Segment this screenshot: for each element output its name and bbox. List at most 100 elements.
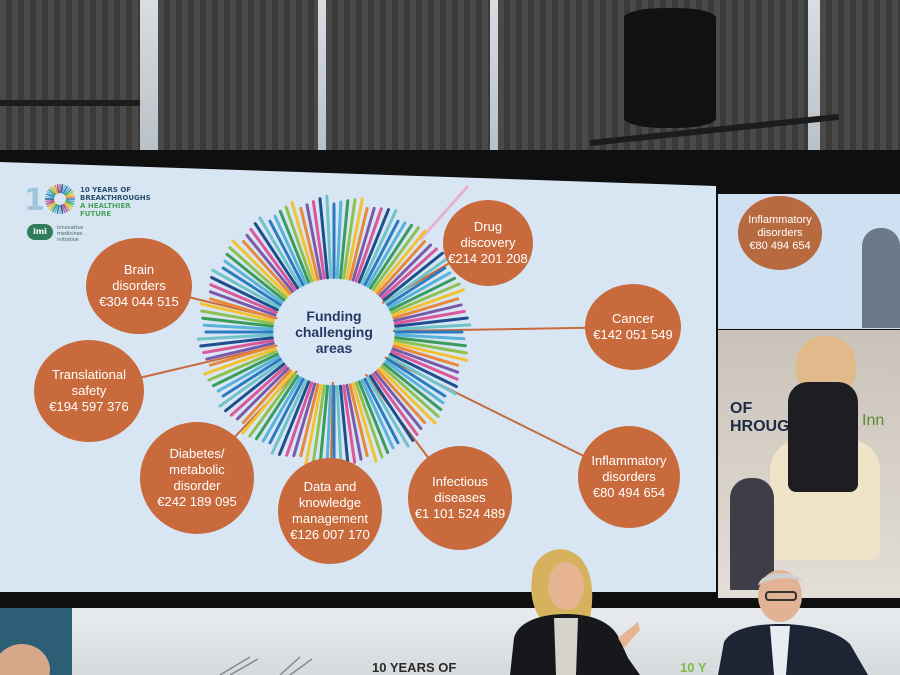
burst-ray <box>335 384 343 470</box>
logo-ray <box>60 184 64 194</box>
burst-ray <box>368 223 414 290</box>
burst-ray <box>208 344 276 367</box>
bubble-line: Drug <box>473 219 503 234</box>
burst-ray <box>393 303 463 323</box>
burst-ray <box>253 222 300 290</box>
imi-logo: imi <box>27 224 53 240</box>
burst-ray <box>241 371 295 435</box>
burst-ray <box>354 381 384 459</box>
panelist-man <box>718 570 868 675</box>
burst-ray <box>363 219 400 287</box>
burst-ray <box>290 201 317 282</box>
bubble-line: Cancer <box>612 311 654 326</box>
bubble-line: Brain <box>123 262 155 277</box>
burst-ray <box>338 199 350 280</box>
burst-ray <box>378 367 437 425</box>
curtain-right <box>820 0 900 160</box>
logo-ray <box>56 184 60 194</box>
burst-ray <box>342 384 357 464</box>
logo-ray <box>60 204 64 214</box>
burst-ray <box>345 197 364 281</box>
bubble-line: Translational <box>52 367 126 382</box>
burst-ray <box>387 355 457 396</box>
burst-ray <box>305 203 323 281</box>
side-man-silhouette <box>730 478 774 590</box>
burst-ray <box>387 271 452 309</box>
logo-ray <box>51 185 58 195</box>
burst-ray <box>231 239 290 297</box>
logo-ray <box>65 193 75 198</box>
burst-ray <box>284 205 314 283</box>
burst-ray <box>351 382 378 463</box>
curtain <box>326 0 494 160</box>
burst-ray <box>392 344 460 367</box>
burst-ray <box>209 283 278 314</box>
burst-ray <box>325 384 333 464</box>
window-strip <box>490 0 498 150</box>
burst-ray <box>393 309 466 325</box>
burst-ray <box>338 384 350 467</box>
burst-ray <box>363 377 400 445</box>
burst-ray <box>376 239 427 295</box>
logo-ray <box>49 203 57 211</box>
burst-ray <box>376 369 427 425</box>
bubble-line: disorders <box>602 469 656 484</box>
burst-ray <box>393 339 468 355</box>
bubble-line: knowledge <box>298 495 362 510</box>
stage-banner-text: 10 YEARS OF <box>372 660 457 675</box>
burst-ray <box>270 379 308 455</box>
logo-ray <box>65 199 75 203</box>
bubble-line: €214 201 208 <box>448 251 528 266</box>
window-strip <box>318 0 326 150</box>
side-bubble-inflammatory: Inflammatory disorders €80 494 654 <box>738 196 822 270</box>
bubble-line: Inflammatory <box>748 213 812 226</box>
bubble-line: €80 494 654 <box>749 239 811 252</box>
logo-line: A HEALTHIER <box>80 202 131 210</box>
burst-ray <box>229 364 288 417</box>
logo-ray <box>45 199 55 203</box>
burst-ray <box>386 357 447 398</box>
burst-ray <box>389 276 457 312</box>
burst-ray <box>380 247 439 300</box>
bubble-line: Diabetes/ <box>169 446 225 461</box>
bubble-line: Infectious <box>432 474 488 489</box>
burst-ray <box>248 372 297 438</box>
logo-ray <box>64 201 74 208</box>
logo-ray <box>45 200 55 205</box>
burst-ray <box>357 380 390 455</box>
logo-line: BREAKTHROUGHS <box>80 194 151 202</box>
imi-subtitle: innovative medicines initiative <box>57 225 84 243</box>
burst-ray <box>208 297 276 320</box>
burst-ray <box>235 367 290 421</box>
logo-ray <box>51 203 58 213</box>
burst-ray <box>221 266 282 307</box>
burst-ray <box>394 316 469 328</box>
bubble-line: safety <box>71 383 107 398</box>
burst-ray <box>378 243 433 297</box>
hanging-speaker <box>624 8 716 128</box>
logo-ray <box>65 200 75 205</box>
burst-ray <box>354 207 383 283</box>
burst-ray <box>384 360 445 405</box>
burst-ray <box>394 336 467 348</box>
bubble-line: disorders <box>112 278 166 293</box>
burst-ray <box>249 227 297 292</box>
logo-ray <box>61 204 66 214</box>
logo-ray <box>64 188 72 196</box>
burst-ray <box>299 206 320 281</box>
bubble-line: €126 007 170 <box>290 527 370 542</box>
burst-ray <box>211 268 281 309</box>
bubble-line: discovery <box>460 235 516 250</box>
bubble-line: management <box>292 511 368 526</box>
burst-ray <box>366 221 407 288</box>
burst-ray <box>380 364 440 418</box>
logo-ray <box>48 202 56 210</box>
burst-ray <box>304 383 323 467</box>
logo-ray <box>65 195 75 199</box>
burst-ray <box>225 252 286 302</box>
ten-years-logo-icon: 1 <box>24 183 75 216</box>
logo-ray <box>56 204 60 214</box>
side-inn-text: Inn <box>862 412 885 429</box>
truss <box>0 100 140 106</box>
burst-ray <box>261 376 302 443</box>
